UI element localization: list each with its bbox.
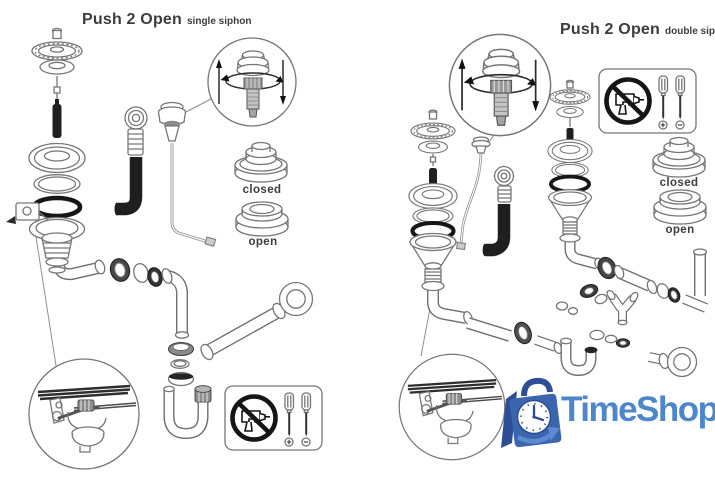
u-trap-assembly bbox=[163, 341, 212, 440]
plug-open-drawing bbox=[235, 201, 289, 237]
lever-mechanism-detail-circle bbox=[27, 357, 141, 471]
strainer-stack-right bbox=[547, 79, 593, 243]
timeshop-logo-mark bbox=[501, 377, 562, 448]
plug-closed-drawing bbox=[234, 141, 288, 183]
black-j-pipe bbox=[118, 157, 143, 216]
wall-outlet-pipe bbox=[200, 281, 314, 361]
leader-line bbox=[33, 223, 58, 373]
closed-label: closed bbox=[659, 177, 699, 189]
leader-line bbox=[185, 97, 214, 113]
left-panel-title: Push 2 Open single siphon bbox=[82, 11, 251, 29]
open-label: open bbox=[248, 236, 278, 248]
page-title: Push 2 Open bbox=[82, 11, 182, 28]
lever-mechanism-detail-circle bbox=[397, 352, 507, 462]
rotate-push-button-detail-circle bbox=[448, 33, 552, 137]
overflow-elbow bbox=[482, 165, 515, 257]
strainer-stack-left bbox=[408, 109, 458, 292]
open-label: open bbox=[665, 224, 695, 236]
no-power-tools-sign bbox=[599, 69, 696, 133]
strainer-basket bbox=[31, 41, 83, 61]
page-subtitle: single siphon bbox=[187, 16, 252, 27]
black-j-pipe bbox=[486, 204, 511, 257]
no-power-tools-sign bbox=[225, 386, 322, 450]
push-button-cable bbox=[456, 136, 491, 251]
plug-open-drawing bbox=[653, 189, 707, 225]
closed-label: closed bbox=[242, 184, 282, 196]
page-title: Push 2 Open bbox=[560, 21, 660, 38]
bag-handle bbox=[521, 377, 553, 397]
wall-flange bbox=[666, 346, 698, 378]
drain-tailpiece-pipes bbox=[53, 258, 190, 339]
left-drain-pipes bbox=[427, 290, 563, 355]
u-bend-and-flange bbox=[559, 329, 698, 378]
plug-closed-drawing bbox=[652, 136, 706, 178]
black-rod bbox=[52, 104, 62, 138]
right-drain-pipes bbox=[555, 242, 708, 326]
lever-housing bbox=[15, 202, 40, 221]
strainer-stack bbox=[6, 27, 86, 274]
page-subtitle: double siphon bbox=[665, 26, 715, 37]
double-siphon-diagram bbox=[397, 33, 708, 462]
right-panel-title: Push 2 Open double siphon bbox=[560, 21, 715, 39]
single-siphon-diagram bbox=[6, 27, 322, 471]
timeshop-logo-text: TimeShop bbox=[561, 390, 715, 429]
push-button-cable bbox=[157, 101, 217, 247]
rotate-push-button-detail-circle bbox=[207, 37, 297, 127]
refresh-arrow-icon bbox=[516, 432, 554, 444]
wall-flange bbox=[278, 281, 314, 317]
overflow-elbow bbox=[114, 106, 148, 216]
